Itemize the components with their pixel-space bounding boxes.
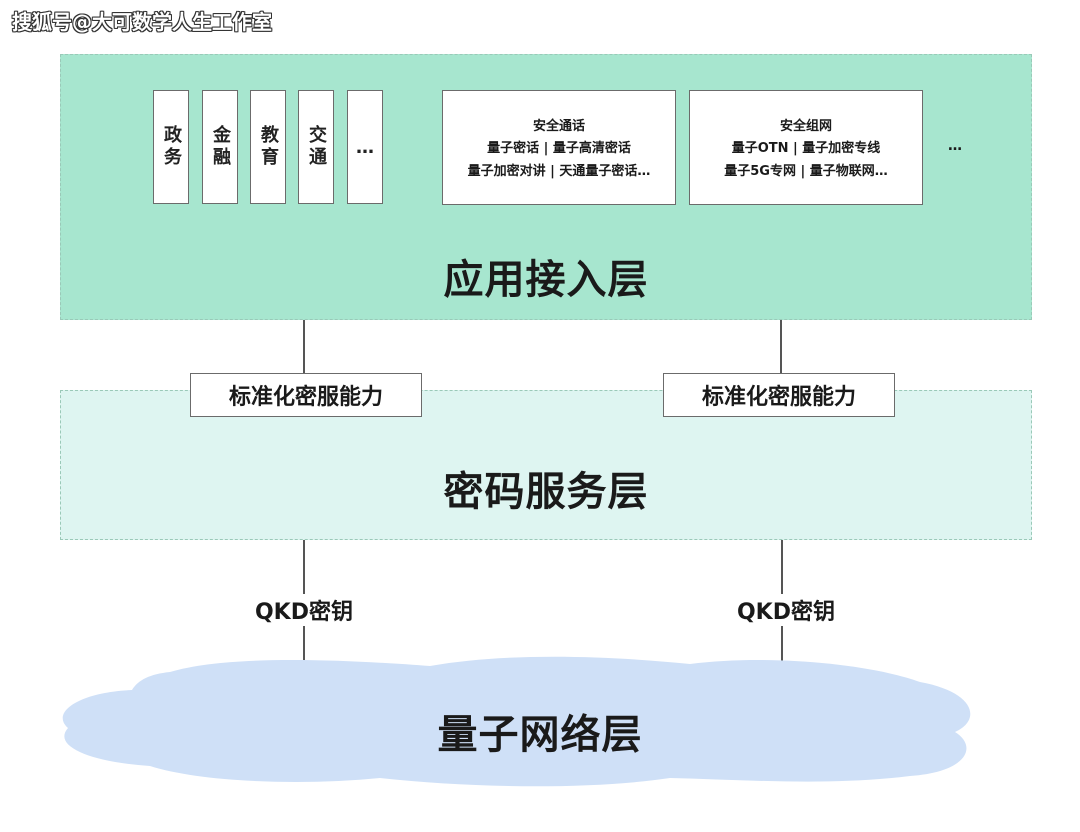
secure-network-line-1: 量子OTN | 量子加密专线 (731, 141, 881, 156)
secure-network-box: 安全组网 量子OTN | 量子加密专线 量子5G专网 | 量子物联网… (689, 90, 923, 205)
crypto-service-layer-title: 密码服务层 (443, 469, 649, 515)
secure-call-title: 安全通话 (532, 119, 585, 134)
sector-box-finance: 金融 (202, 90, 238, 204)
qkd-key-label-right: QKD密钥 (716, 594, 856, 626)
quantum-network-layer-title: 量子网络层 (437, 712, 643, 758)
capability-tag-left: 标准化密服能力 (190, 373, 422, 417)
secure-call-line-2: 量子加密对讲 | 天通量子密话… (467, 163, 651, 179)
sector-box-more: … (347, 90, 383, 204)
crypto-service-layer: 密码服务层 (60, 390, 1032, 540)
connector-line-right-upper (780, 320, 782, 374)
sector-box-transport: 交通 (298, 90, 334, 204)
secure-network-line-2: 量子5G专网 | 量子物联网… (724, 163, 888, 179)
more-applications-ellipsis: … (948, 138, 962, 154)
connector-line-left-upper (303, 320, 305, 374)
secure-network-title: 安全组网 (779, 119, 832, 134)
sector-box-government: 政务 (153, 90, 189, 204)
qkd-key-label-left: QKD密钥 (234, 594, 374, 626)
secure-call-line-1: 量子密话 | 量子高清密话 (487, 141, 631, 156)
cloud-shape (62, 656, 971, 787)
capability-tag-right: 标准化密服能力 (663, 373, 895, 417)
application-layer-title: 应用接入层 (443, 257, 649, 303)
secure-call-box: 安全通话 量子密话 | 量子高清密话 量子加密对讲 | 天通量子密话… (442, 90, 676, 205)
sector-box-education: 教育 (250, 90, 286, 204)
watermark: 搜狐号@大可数学人生工作室 (12, 10, 272, 34)
quantum-network-cloud (62, 656, 971, 787)
